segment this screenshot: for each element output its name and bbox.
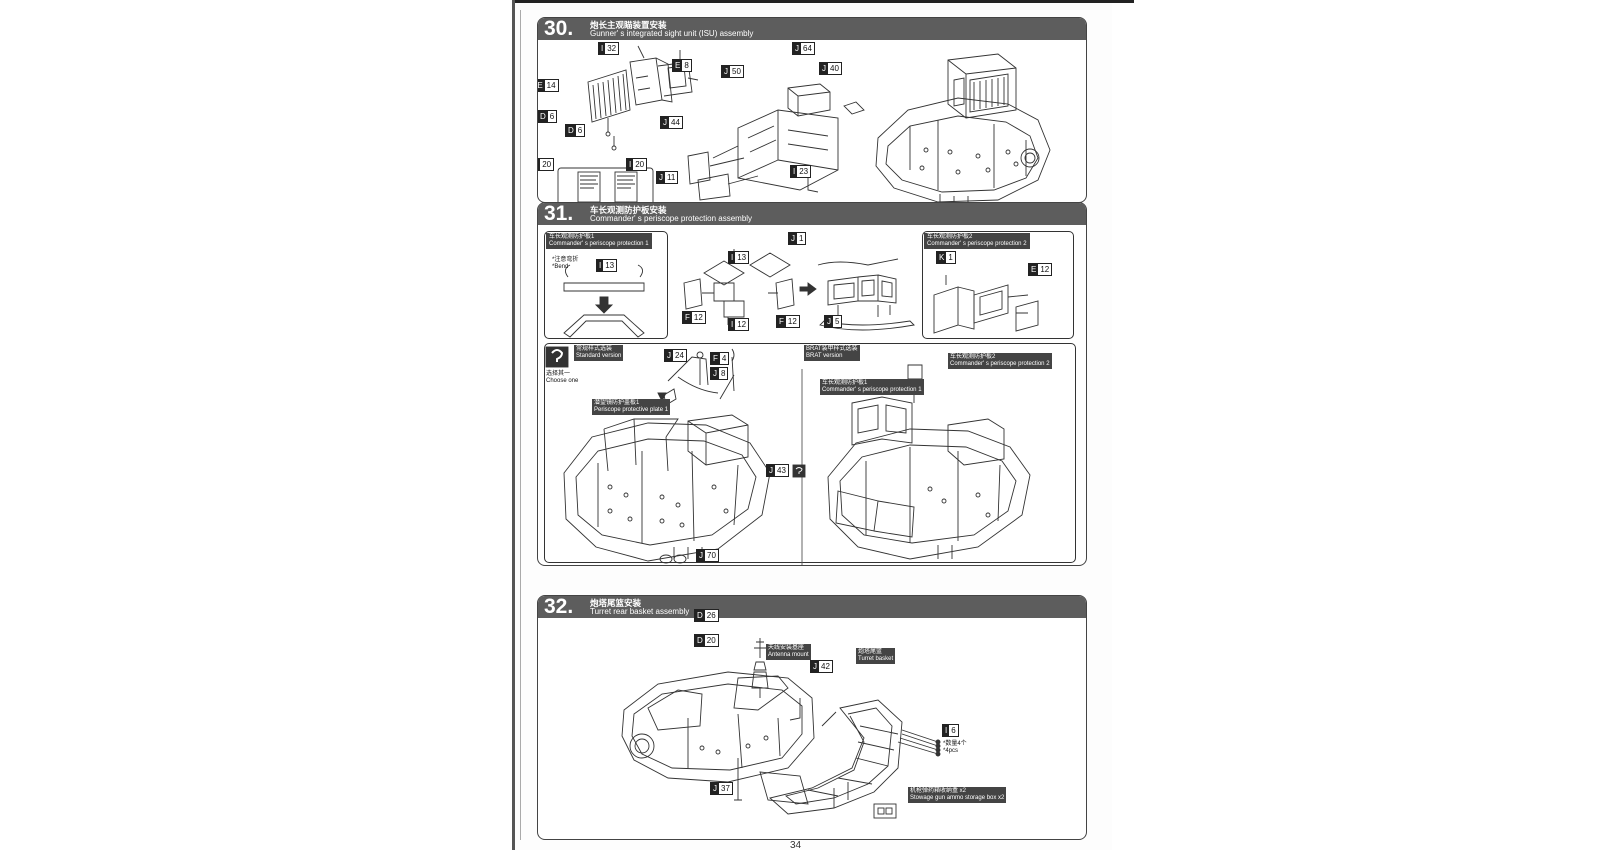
- step-30-header: 30. 炮长主观瞄装置安装 Gunner' s integrated sight…: [538, 18, 1086, 40]
- scan-edge-left: [512, 0, 515, 850]
- part-tag: I20: [538, 158, 555, 171]
- turret-basket-drawing: [621, 638, 941, 819]
- part-tag: PE14: [538, 79, 559, 92]
- step-31-panel: 31. 车长观测防护板安装 Commander' s periscope pro…: [537, 202, 1087, 566]
- step-title-en: Turret rear basket assembly: [590, 607, 690, 616]
- step-31-header: 31. 车长观测防护板安装 Commander' s periscope pro…: [538, 203, 1086, 225]
- page-number: 34: [790, 840, 802, 851]
- options-box: [544, 343, 1076, 563]
- step-title-cn: 炮塔尾篮安装: [590, 598, 642, 608]
- scan-edge-left-inner: [520, 10, 521, 840]
- step-title-cn: 车长观测防护板安装: [590, 205, 667, 215]
- periscope-protection-drawing: [545, 249, 1039, 565]
- step-number: 30.: [544, 17, 574, 40]
- step-32-panel: 32. 炮塔尾篮安装 Turret rear basket assembly: [537, 595, 1087, 840]
- quantity-note: *数量4个*4pcs: [943, 741, 967, 754]
- step-title-en: Commander' s periscope protection assemb…: [590, 214, 753, 223]
- step-number: 31.: [544, 202, 574, 225]
- step-title-cn: 炮长主观瞄装置安装: [590, 20, 667, 30]
- scan-edge-top: [512, 0, 1134, 3]
- sub-assembly-2-box: [922, 231, 1074, 339]
- bend-note: *注意弯折*Bend: [552, 257, 579, 270]
- step-number: 32.: [544, 595, 574, 618]
- sub-assembly-1-box: [544, 231, 668, 339]
- step-32-header: 32. 炮塔尾篮安装 Turret rear basket assembly: [538, 596, 1086, 618]
- step-title-en: Gunner' s integrated sight unit (ISU) as…: [590, 29, 754, 38]
- isu-assembly-drawing: [557, 45, 1051, 202]
- step-30-panel: 30. 炮长主观瞄装置安装 Gunner' s integrated sight…: [537, 17, 1087, 203]
